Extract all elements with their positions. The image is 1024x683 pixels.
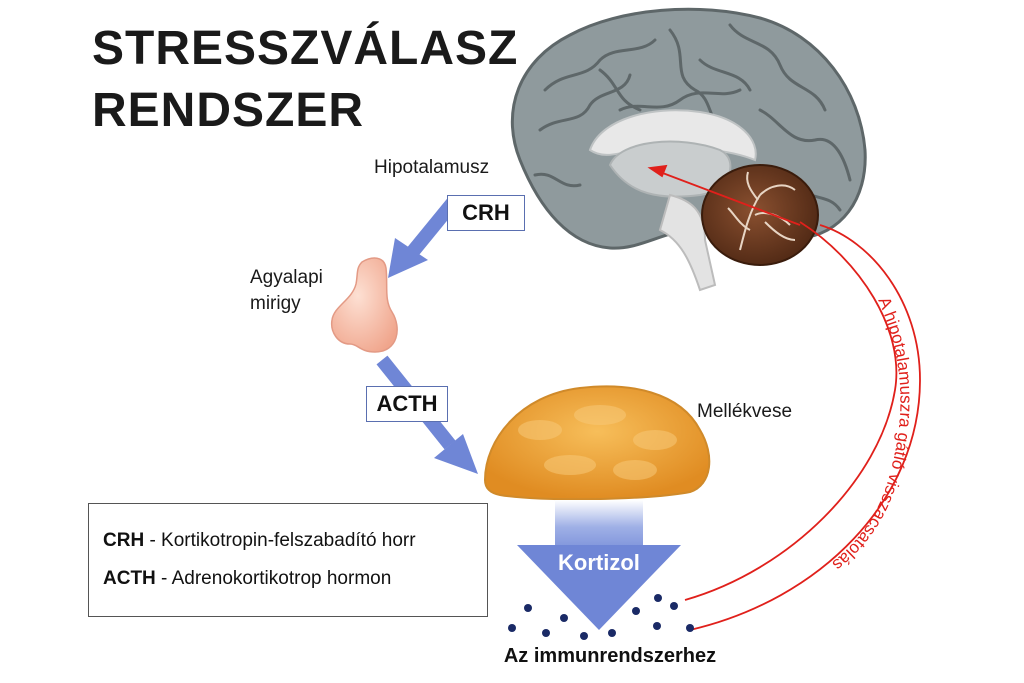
arbor-vitae xyxy=(727,171,796,251)
cerebellum xyxy=(701,164,819,266)
adrenal-label: Mellékvese xyxy=(697,401,793,422)
cortisol-arrow xyxy=(517,500,681,630)
acth-badge: ACTH xyxy=(366,386,448,422)
pituitary-label-line1: Agyalapi xyxy=(250,267,323,288)
crh-badge: CRH xyxy=(447,195,525,231)
legend-text: - Adrenokortikotrop hormon xyxy=(155,568,392,589)
feedback-label: A hipotalamuszra gátló visszacsatolás xyxy=(829,294,916,574)
legend-row-acth: ACTH - Adrenokortikotrop hormon xyxy=(103,568,391,590)
title-line-2: RENDSZER xyxy=(92,84,365,137)
legend-box: CRH - Kortikotropin-felszabadító horr AC… xyxy=(88,503,488,617)
legend-row-crh: CRH - Kortikotropin-felszabadító horr xyxy=(103,530,416,552)
legend-text: - Kortikotropin-felszabadító horr xyxy=(144,530,416,551)
immune-system-label: Az immunrendszerhez xyxy=(503,645,717,667)
legend-abbr: ACTH xyxy=(103,568,156,589)
crh-arrow xyxy=(388,195,461,278)
page-title: STRESSZVÁLASZ RENDSZER xyxy=(92,18,518,142)
adrenal-illustration xyxy=(483,385,711,501)
cortisol-label: Kortizol xyxy=(558,550,640,575)
hypothalamus-label: Hipotalamusz xyxy=(374,157,490,178)
pituitary-illustration xyxy=(330,257,398,353)
brain-illustration xyxy=(510,7,867,292)
legend-abbr: CRH xyxy=(103,530,145,551)
pituitary-label-line2: mirigy xyxy=(250,293,301,314)
immune-dots xyxy=(508,594,694,640)
title-line-1: STRESSZVÁLASZ xyxy=(92,22,519,75)
feedback-arrow xyxy=(647,164,921,631)
